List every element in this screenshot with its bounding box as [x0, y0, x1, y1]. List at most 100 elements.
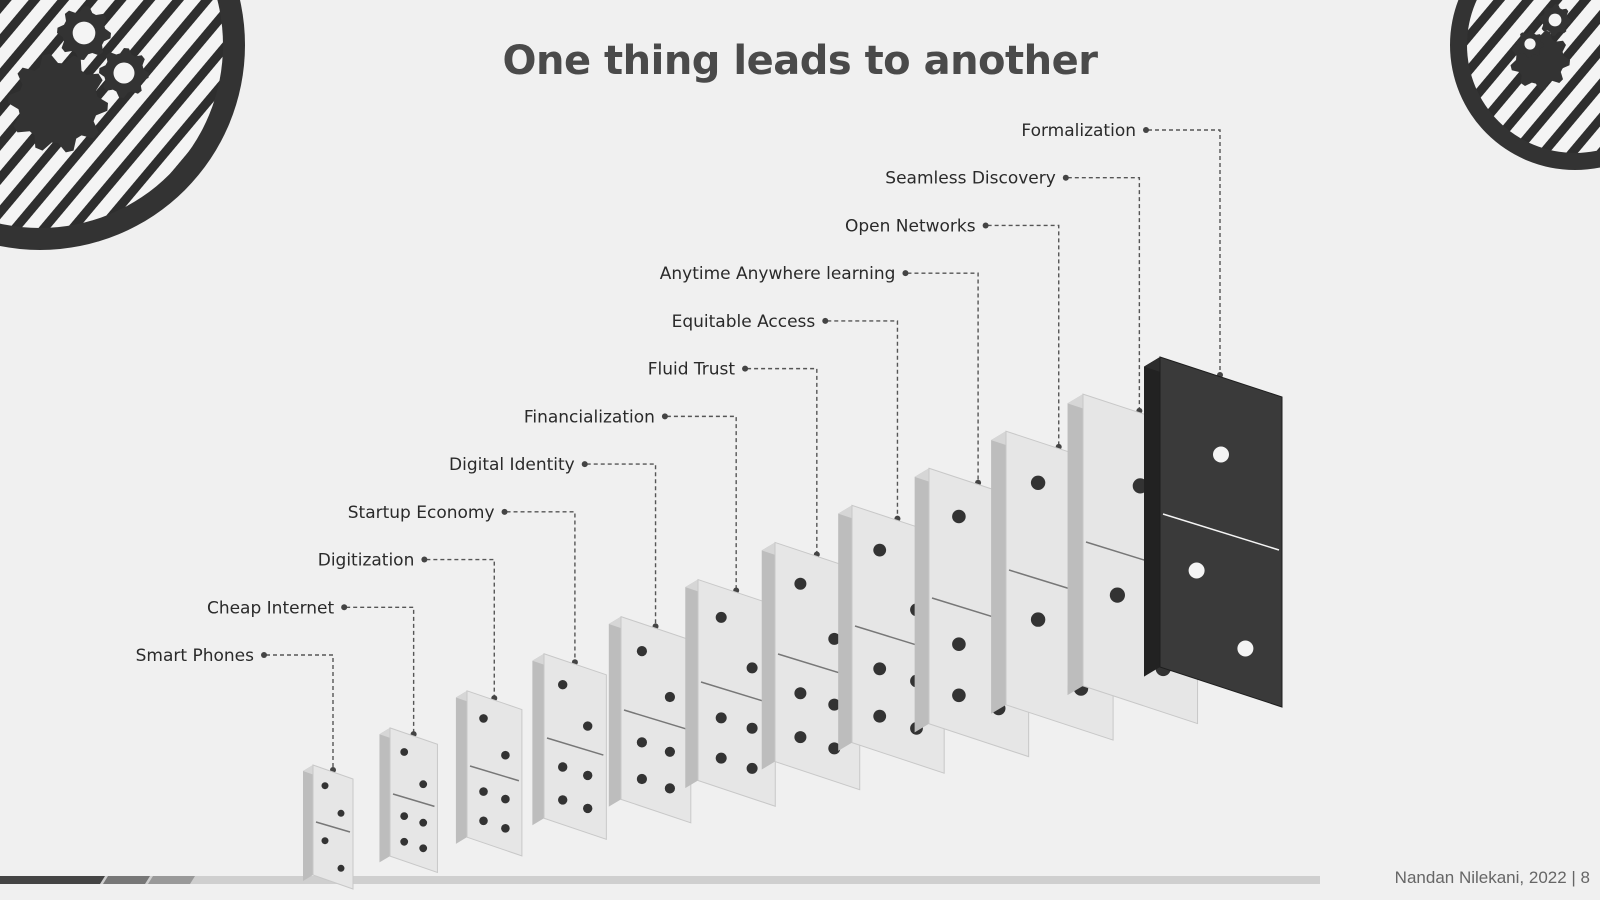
page-title: One thing leads to another: [502, 38, 1098, 84]
domino-pip: [828, 742, 841, 755]
chain-step-label: Formalization: [1021, 121, 1136, 141]
domino-4: [532, 653, 607, 841]
chain-step-label: Startup Economy: [348, 503, 495, 523]
domino-pip: [794, 577, 807, 590]
leader-line: [822, 317, 901, 522]
domino-pip: [664, 691, 676, 703]
domino-pip: [873, 709, 887, 723]
domino-pip: [636, 646, 648, 657]
gear-icon: [99, 48, 149, 98]
domino-2: [379, 727, 438, 874]
domino-pip: [873, 662, 887, 676]
leader-dot: [902, 270, 909, 277]
leader-line: [341, 604, 417, 738]
domino-pip: [746, 762, 758, 774]
domino-pip: [664, 746, 676, 757]
domino-pip: [558, 680, 568, 690]
domino-pip: [479, 787, 488, 796]
gear-icon: [1516, 30, 1544, 58]
bottom-strip: [0, 876, 1320, 884]
domino-pip: [583, 803, 593, 814]
chain-step-label: Digitization: [318, 551, 415, 571]
domino-pip: [952, 637, 966, 651]
domino-pip: [715, 611, 727, 623]
domino-pip: [794, 687, 807, 700]
domino-pip: [321, 782, 329, 790]
domino-pip: [400, 812, 409, 820]
leader-dot: [341, 604, 348, 611]
gear-icon: [8, 53, 108, 153]
chain-step-label: Seamless Discovery: [885, 169, 1056, 189]
chain-step-label: Digital Identity: [449, 455, 575, 475]
leader-line: [1062, 174, 1143, 414]
domino-1: [303, 764, 354, 890]
domino-pip: [419, 780, 428, 789]
domino-pip: [583, 770, 593, 781]
domino-pip: [873, 543, 887, 557]
chain-step-label: Fluid Trust: [648, 360, 736, 380]
domino-pip: [636, 773, 648, 785]
domino-pip: [419, 818, 428, 827]
domino-pip: [664, 783, 676, 794]
chain-step-label: Equitable Access: [672, 312, 816, 332]
leader-dot: [1062, 174, 1069, 181]
corner-ornament-right: [1450, 0, 1600, 170]
chain-step-label: Cheap Internet: [207, 598, 335, 618]
leader-line: [982, 222, 1062, 450]
domino-3: [455, 690, 523, 857]
leader-line: [261, 652, 336, 773]
domino-pip: [746, 722, 758, 734]
chain-step-label: Smart Phones: [136, 646, 254, 666]
domino-pip: [337, 864, 345, 872]
domino-pip: [746, 662, 758, 674]
gear-icon: [57, 6, 111, 60]
domino-pip: [583, 721, 593, 731]
domino-pip: [337, 809, 345, 817]
domino-pip: [1030, 612, 1046, 627]
leader-dot: [501, 508, 508, 515]
leader-line: [501, 508, 578, 666]
gear-icon: [1539, 4, 1571, 36]
leader-dot: [742, 365, 749, 372]
domino-pip: [715, 712, 727, 724]
footer-credit: Nandan Nilekani, 2022 | 8: [1394, 868, 1590, 887]
domino-pip: [558, 762, 568, 772]
domino-pip: [794, 731, 807, 744]
leader-line: [1143, 127, 1223, 378]
domino-pip: [501, 824, 510, 833]
leader-line: [902, 270, 982, 486]
domino-pip: [1030, 475, 1046, 490]
domino-pip: [501, 794, 510, 804]
leader-line: [742, 365, 820, 558]
domino-pip: [501, 750, 510, 760]
domino-pip: [636, 737, 648, 748]
chain-step-label: Anytime Anywhere learning: [660, 264, 896, 284]
domino-pip: [400, 837, 409, 846]
domino-pip: [1109, 587, 1125, 603]
leader-dot: [1143, 127, 1149, 133]
domino-pip: [952, 509, 966, 524]
domino-pip: [828, 698, 841, 711]
domino-12: [1144, 356, 1283, 708]
domino-pip: [479, 714, 488, 723]
domino-pip: [715, 752, 727, 764]
domino-pip: [1188, 562, 1205, 579]
chain-step-label: Open Networks: [845, 216, 976, 236]
domino-pip: [828, 632, 841, 645]
leader-dot: [822, 317, 829, 324]
leader-dot: [261, 652, 267, 658]
leader-dot: [421, 556, 428, 563]
domino-5: [608, 615, 692, 824]
domino-pip: [321, 837, 329, 845]
domino-pip: [419, 844, 428, 853]
leader-line: [661, 413, 740, 594]
domino-pip: [400, 748, 409, 756]
chain-step-label: Financialization: [524, 407, 655, 427]
corner-ornament-left: [0, 0, 245, 250]
domino-pip: [558, 795, 568, 805]
domino-pip: [1237, 640, 1254, 657]
leader-dot: [661, 413, 668, 420]
domino-pip: [1213, 446, 1229, 463]
